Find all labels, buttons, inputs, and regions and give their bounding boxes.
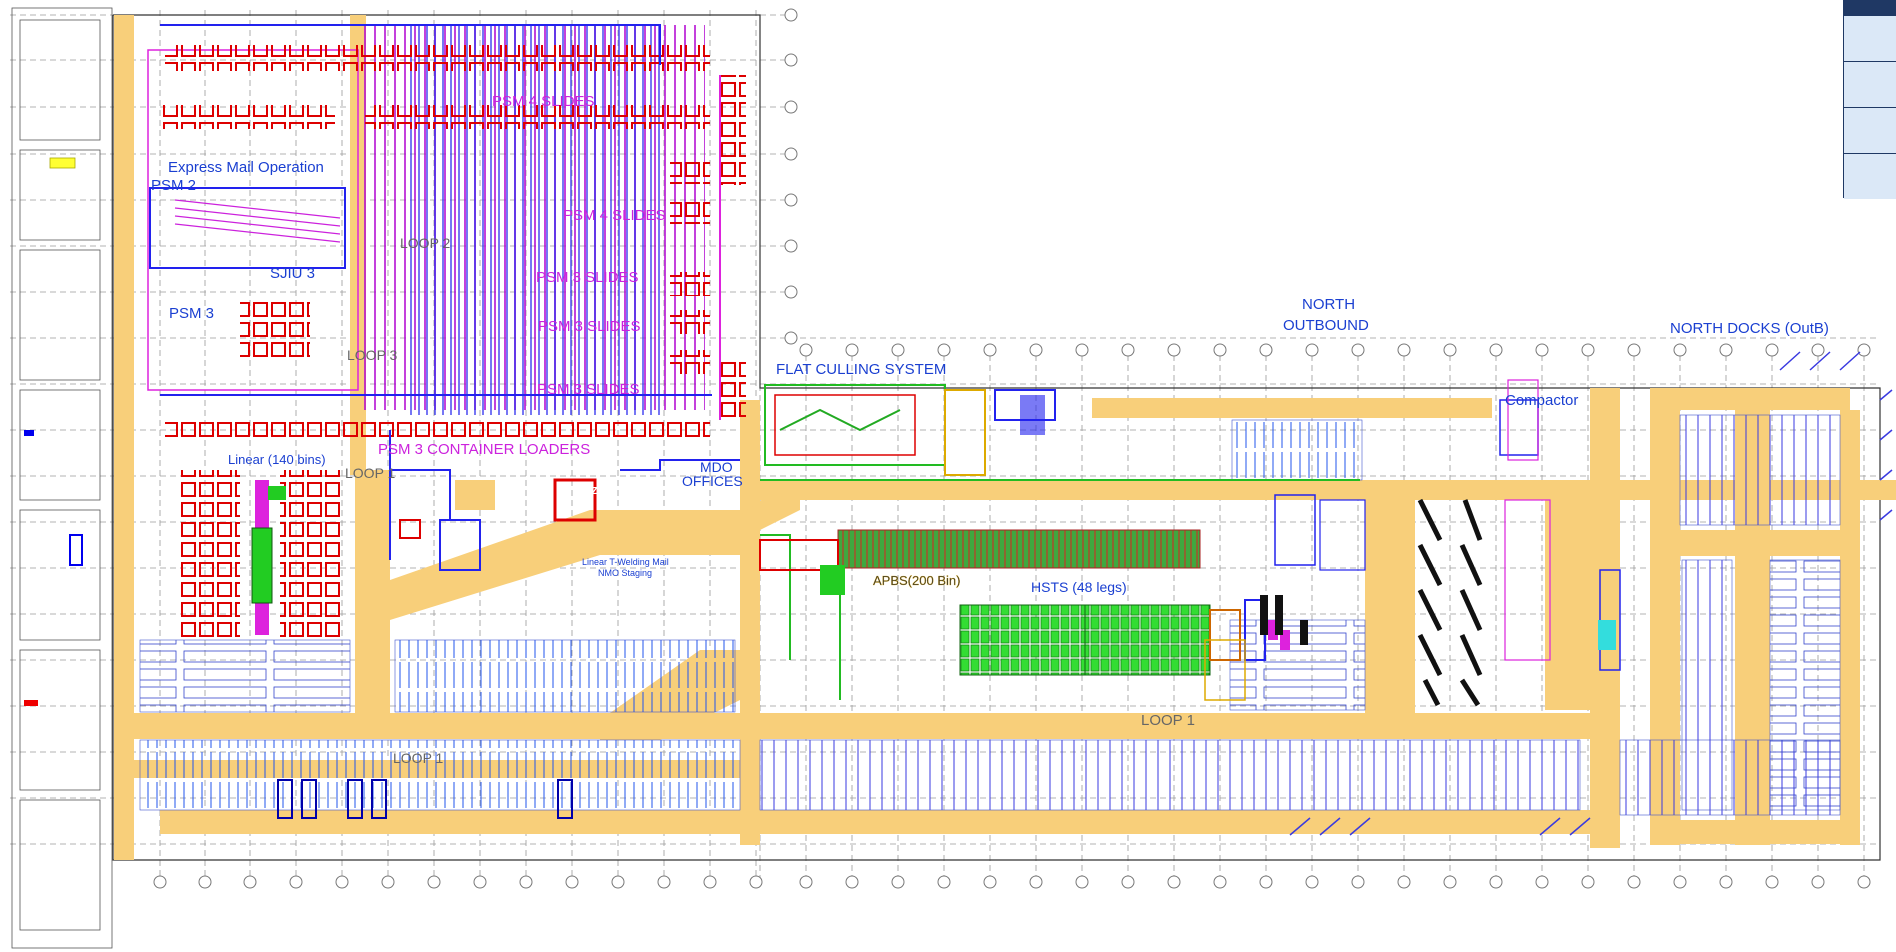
outbound-doors — [1289, 351, 1893, 836]
label-linear-staging: Linear T-Welding Mail NMO Staging — [582, 557, 671, 578]
rack-rows-south — [139, 414, 1841, 816]
label-sjiu3: SJIU 3 — [270, 265, 315, 282]
label-apbs: APBS(200 Bin) — [873, 573, 960, 588]
legend-row — [1844, 153, 1896, 199]
label-psm3-container: PSM 3 CONTAINER LOADERS — [378, 441, 590, 458]
label-north-outbound: NORTH OUTBOUND — [1283, 296, 1369, 334]
label-north-outbound-line2: OUTBOUND — [1283, 317, 1369, 334]
left-annex — [11, 7, 113, 949]
label-psm3-slides-b: PSM 3 SLIDES — [538, 318, 641, 335]
grid-bubbles — [153, 8, 1871, 889]
label-psm2: PSM 2 — [151, 177, 196, 194]
building-outline — [112, 14, 1881, 861]
conveyor-lines — [160, 24, 1621, 700]
label-psm3-slides-c: PSM 3 SLIDES — [537, 381, 640, 398]
label-linear-staging-line2: NMO Staging — [598, 568, 652, 578]
label-psm3-slides-a: PSM 3 SLIDES — [536, 269, 639, 286]
legend-header — [1844, 1, 1896, 15]
label-mdo: MDO OFFICES — [682, 459, 743, 489]
label-psm4-slides-top: PSM 4 SLIDES — [492, 93, 595, 110]
label-loop1-c: LOOP 1 — [1141, 712, 1195, 729]
label-loop1-b: LOOP 1 — [393, 750, 444, 766]
label-flat-culling: FLAT CULLING SYSTEM — [776, 361, 946, 378]
apbs-sorter — [759, 529, 1201, 595]
label-linear: Linear (140 bins) — [228, 452, 326, 467]
diagonal-dock-lines — [1417, 498, 1483, 707]
label-north-outbound-line1: NORTH — [1302, 296, 1355, 313]
label-linear-staging-line1: Linear T-Welding Mail — [582, 557, 669, 567]
label-mdo-line1: MDO — [700, 459, 733, 475]
label-hazmat: HAZMAT — [577, 486, 618, 497]
label-loop3: LOOP 3 — [347, 347, 398, 363]
label-north-docks: NORTH DOCKS (OutB) — [1670, 320, 1829, 337]
legend-row — [1844, 107, 1896, 153]
label-mdo-line2: OFFICES — [682, 473, 743, 489]
label-psm3: PSM 3 — [169, 305, 214, 322]
label-psm4-slides-mid: PSM 4 SLIDES — [563, 207, 666, 224]
psm-slides-area — [147, 25, 705, 415]
red-bin-rows — [160, 45, 746, 640]
legend-panel — [1843, 0, 1896, 199]
hsts-sorter — [959, 599, 1290, 676]
legend-row — [1844, 15, 1896, 61]
label-hsts: HSTS (48 legs) — [1031, 579, 1127, 595]
label-compactor: Compactor — [1505, 392, 1578, 409]
flat-culling-system — [764, 384, 986, 476]
label-loop2: LOOP 2 — [400, 235, 451, 251]
small-equipment — [277, 379, 1551, 819]
legend-row — [1844, 61, 1896, 107]
text-labels: Express Mail Operation PSM 2 PSM 3 SJIU … — [151, 93, 1829, 766]
label-express-mail: Express Mail Operation — [168, 159, 324, 176]
label-loop1-a: LOOP 1 — [345, 465, 396, 481]
